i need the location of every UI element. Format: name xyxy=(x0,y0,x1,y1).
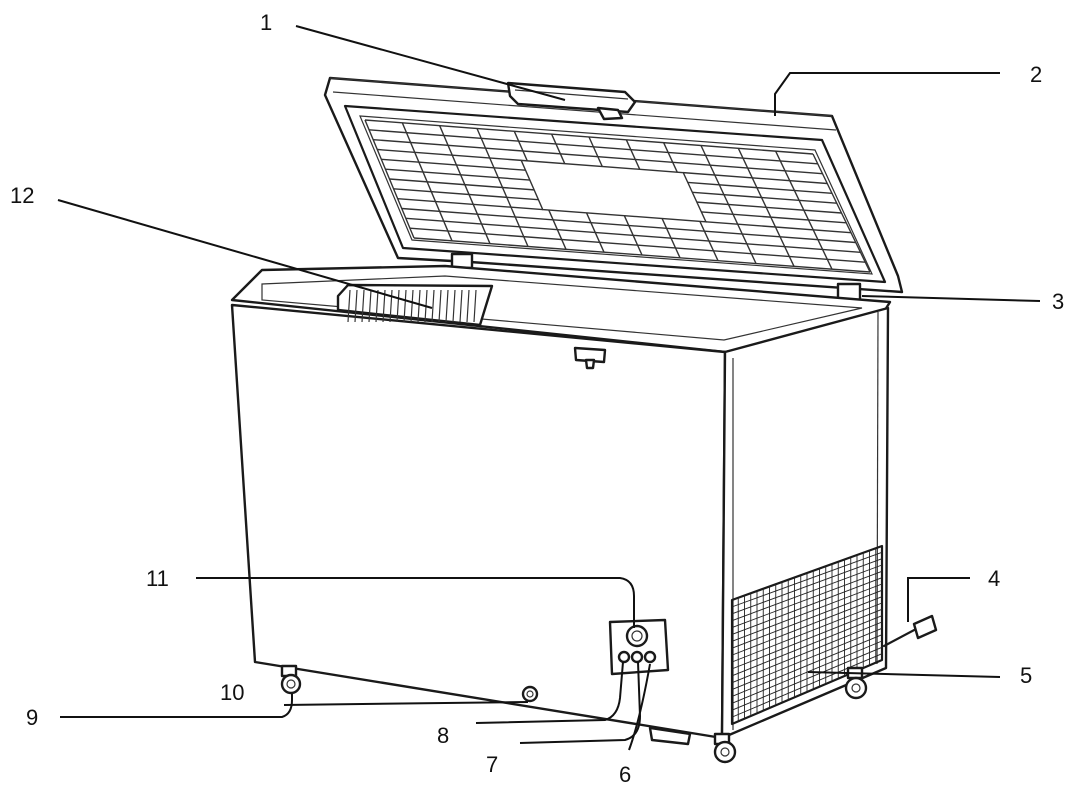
lid-handle xyxy=(506,81,637,121)
leader-2 xyxy=(774,72,1000,116)
callout-11: 11 xyxy=(146,566,169,591)
freezer-cabinet xyxy=(230,264,892,740)
caster-front-left xyxy=(280,664,302,695)
callout-9: 9 xyxy=(26,705,38,730)
callout-5: 5 xyxy=(1020,663,1032,688)
storage-basket xyxy=(336,283,494,327)
callout-3: 3 xyxy=(1052,289,1064,314)
control-panel xyxy=(608,618,670,676)
drain-plug xyxy=(521,685,539,703)
leader-1 xyxy=(295,25,566,101)
power-cord xyxy=(882,614,938,648)
leader-12 xyxy=(57,199,433,309)
callout-1: 1 xyxy=(260,10,272,35)
callout-12: 12 xyxy=(10,183,34,208)
leader-4 xyxy=(907,577,970,622)
leader-8 xyxy=(475,661,624,724)
callout-labels: 1 2 3 4 5 6 7 8 9 10 11 12 xyxy=(10,10,1064,787)
leader-11 xyxy=(196,577,635,628)
lid-evaporator-grid xyxy=(364,119,871,273)
callout-6: 6 xyxy=(619,762,631,787)
callout-4: 4 xyxy=(988,566,1000,591)
leader-lines xyxy=(57,25,1041,751)
callout-7: 7 xyxy=(486,752,498,777)
caster-front-right xyxy=(713,732,737,764)
leader-5 xyxy=(807,671,1001,678)
front-lock xyxy=(573,346,607,370)
callout-8: 8 xyxy=(437,723,449,748)
ventilation-grille xyxy=(730,544,884,726)
leader-3 xyxy=(861,295,1041,302)
leader-7 xyxy=(519,661,642,744)
leader-10 xyxy=(283,701,529,706)
leader-9 xyxy=(60,694,293,718)
callout-2: 2 xyxy=(1030,62,1042,87)
callout-10: 10 xyxy=(220,680,244,705)
